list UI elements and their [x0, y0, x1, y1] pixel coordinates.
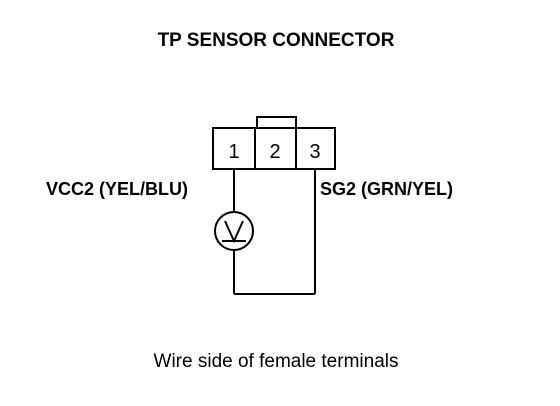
sg2-wire-label: SG2 (GRN/YEL)	[320, 179, 453, 199]
connector-lock-tab	[256, 116, 297, 128]
pin-2-label: 2	[269, 141, 280, 163]
diagram-caption: Wire side of female terminals	[154, 351, 399, 372]
voltmeter-icon	[214, 211, 254, 251]
diagram-title: TP SENSOR CONNECTOR	[158, 30, 395, 51]
connector-housing	[212, 127, 336, 170]
voltmeter-circuit	[214, 169, 316, 295]
pin-3-label: 3	[309, 141, 320, 163]
pin-1-label: 1	[228, 141, 239, 163]
vcc2-wire-label: VCC2 (YEL/BLU)	[46, 179, 188, 199]
tp-sensor-connector: 1 2 3	[212, 116, 336, 170]
